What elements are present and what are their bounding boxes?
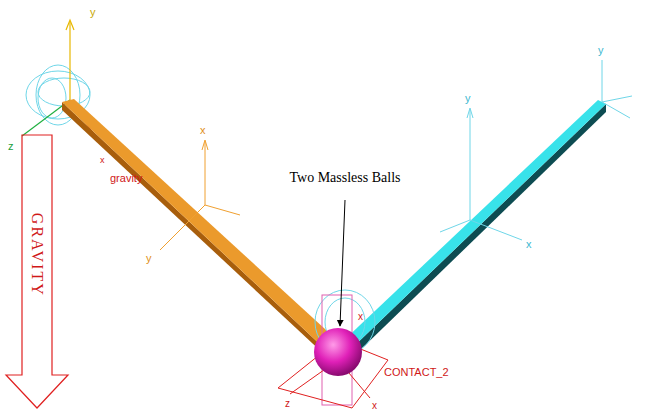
axis-label: z [285, 398, 290, 409]
axis-label: x [358, 311, 363, 322]
link-axes [160, 140, 240, 250]
axis-label: x [372, 400, 377, 411]
axis-label: z [8, 140, 14, 152]
gravity-arrow [6, 135, 68, 408]
contact-marker [278, 290, 388, 408]
axis-label: x [200, 124, 206, 136]
end-axes [602, 60, 632, 118]
orange-link [62, 99, 337, 350]
axis-label: x [526, 238, 532, 250]
leader-arrow [340, 200, 345, 326]
cyan-link [340, 100, 606, 350]
bar-side [62, 102, 326, 356]
axis-label: y [598, 44, 604, 56]
bar-side [350, 104, 606, 358]
axis-label: y [465, 92, 471, 104]
force-name: GRAVITY [28, 213, 46, 297]
callout-text: Two Massless Balls [289, 170, 400, 185]
massless-ball [314, 328, 362, 376]
axis-label: y [90, 6, 96, 18]
axis-label: x [100, 156, 105, 166]
axis-label: y [146, 252, 152, 264]
contact-name: CONTACT_2 [384, 366, 449, 378]
link-axes [440, 108, 522, 240]
force-name: gravity [110, 172, 142, 184]
